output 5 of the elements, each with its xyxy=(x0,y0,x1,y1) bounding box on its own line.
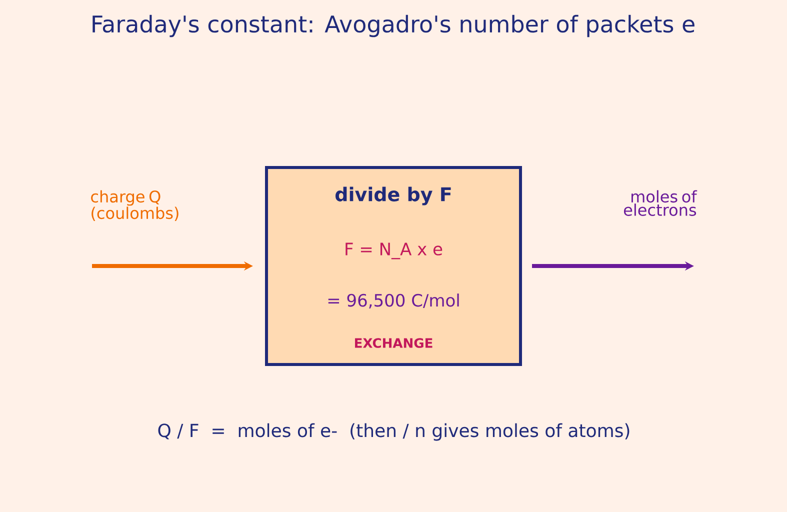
arrow-label: moles of electrons xyxy=(624,190,698,216)
title: Faraday's constant: Avogadro's number of packets e xyxy=(92,14,694,38)
arrow-label: charge Q (coulombs) xyxy=(91,190,178,221)
formula-note: Q / F = moles of e- (then / n gives moles of atoms) xyxy=(158,423,630,441)
process-box: divide by F F = N_A x e = 96,500 C/mol EXCHANGE xyxy=(265,166,522,366)
